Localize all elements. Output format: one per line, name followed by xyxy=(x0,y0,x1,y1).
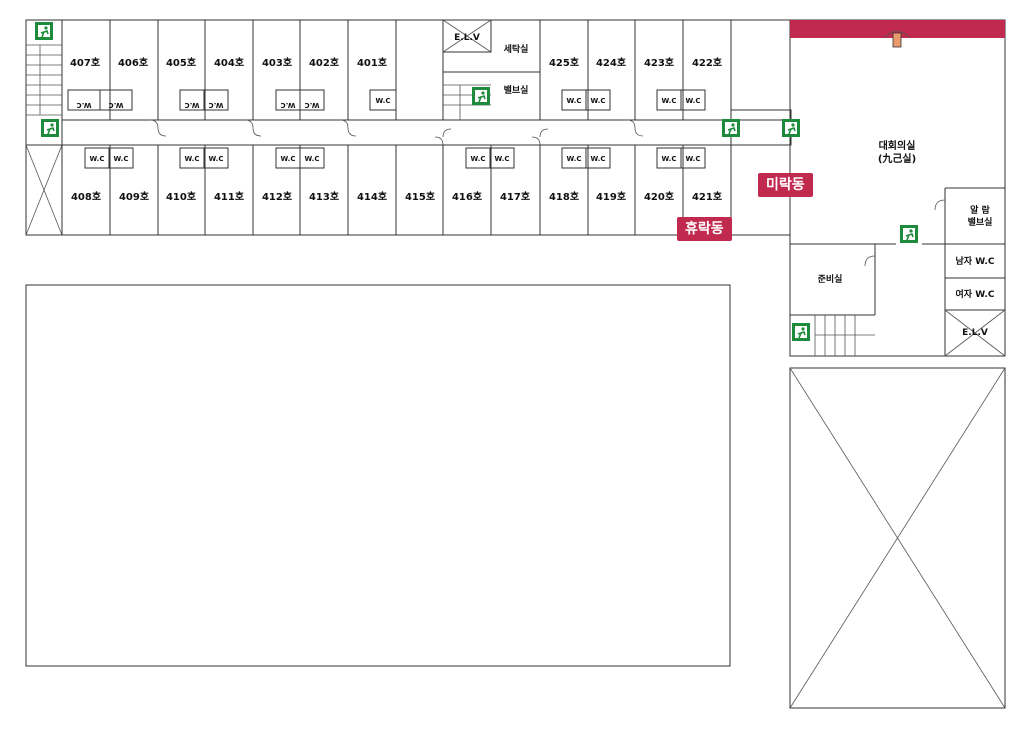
wc-label: W.C xyxy=(495,155,510,163)
room-label: 419호 xyxy=(596,190,626,203)
room-label: 411호 xyxy=(214,190,244,203)
emergency-exit-icon xyxy=(781,118,801,138)
wc-label: W.C xyxy=(77,101,92,109)
hall-name: 대회의실 xyxy=(879,139,916,152)
room-label: 414호 xyxy=(357,190,387,203)
left-stair xyxy=(26,44,62,116)
room-label: 404호 xyxy=(214,56,244,69)
room-label: 401호 xyxy=(357,56,387,69)
room-label: 415호 xyxy=(405,190,435,203)
wc-bottom-group xyxy=(84,147,706,169)
wc-label: W.C xyxy=(686,97,701,105)
room-label: 410호 xyxy=(166,190,196,203)
wc-label: W.C xyxy=(662,155,677,163)
wc-label: W.C xyxy=(686,155,701,163)
room-label: 425호 xyxy=(549,56,579,69)
room-label: 418호 xyxy=(549,190,579,203)
elevator-hall xyxy=(944,309,1006,357)
laundry-label: 세탁실 xyxy=(504,43,529,55)
wc-label: W.C xyxy=(209,101,224,109)
courtyard-area xyxy=(25,284,731,667)
wc-label: W.C xyxy=(281,155,296,163)
room-label: 424호 xyxy=(596,56,626,69)
emergency-exit-icon xyxy=(791,322,811,342)
wc-label: W.C xyxy=(305,155,320,163)
right-void xyxy=(789,367,1006,709)
wc-label: W.C xyxy=(376,97,391,105)
room-label: 413호 xyxy=(309,190,339,203)
room-label: 406호 xyxy=(118,56,148,69)
room-label: 403호 xyxy=(262,56,292,69)
men-wc-label: 남자 W.C xyxy=(956,255,995,267)
wc-label: W.C xyxy=(567,155,582,163)
wc-label: W.C xyxy=(185,101,200,109)
wc-label: W.C xyxy=(591,155,606,163)
elevator-top xyxy=(442,19,492,53)
women-wc-label: 여자 W.C xyxy=(956,288,995,300)
wc-label: W.C xyxy=(567,97,582,105)
wing-badge-right: 미락동 xyxy=(758,173,813,197)
alarm-label: 알 람 xyxy=(970,204,990,216)
wc-label: W.C xyxy=(209,155,224,163)
emergency-exit-icon xyxy=(34,21,54,41)
elevator-label: E.L.V xyxy=(454,33,480,43)
emergency-exit-icon xyxy=(899,224,919,244)
room-label: 412호 xyxy=(262,190,292,203)
wc-label: W.C xyxy=(109,101,124,109)
room-label: 409호 xyxy=(119,190,149,203)
room-label: 417호 xyxy=(500,190,530,203)
corridor-doors xyxy=(149,119,644,146)
room-label: 421호 xyxy=(692,190,722,203)
prep-room-label: 준비실 xyxy=(818,273,843,285)
elevator-label: E.L.V xyxy=(962,328,988,338)
wc-label: W.C xyxy=(90,155,105,163)
emergency-exit-icon xyxy=(721,118,741,138)
room-label: 402호 xyxy=(309,56,339,69)
valve-room-label: 밸브실 xyxy=(504,84,529,96)
wc-label: W.C xyxy=(305,101,320,109)
left-void xyxy=(25,144,63,236)
wing-badge-left: 휴락동 xyxy=(677,217,732,241)
room-label: 422호 xyxy=(692,56,722,69)
wc-label: W.C xyxy=(185,155,200,163)
main-wing xyxy=(25,19,791,236)
room-label: 416호 xyxy=(452,190,482,203)
emergency-exit-icon xyxy=(471,86,491,106)
room-label: 408호 xyxy=(71,190,101,203)
wc-label: W.C xyxy=(662,97,677,105)
wc-label: W.C xyxy=(591,97,606,105)
wc-label: W.C xyxy=(281,101,296,109)
emergency-exit-icon xyxy=(40,118,60,138)
room-label: 407호 xyxy=(70,56,100,69)
wc-label: W.C xyxy=(114,155,129,163)
wc-top-group xyxy=(67,89,706,111)
hall-building xyxy=(789,19,1006,357)
room-label: 405호 xyxy=(166,56,196,69)
wc-label: W.C xyxy=(471,155,486,163)
room-label: 420호 xyxy=(644,190,674,203)
alarm-sub: 밸브실 xyxy=(968,216,993,228)
room-label: 423호 xyxy=(644,56,674,69)
hall-sub: (九己실) xyxy=(878,152,916,165)
